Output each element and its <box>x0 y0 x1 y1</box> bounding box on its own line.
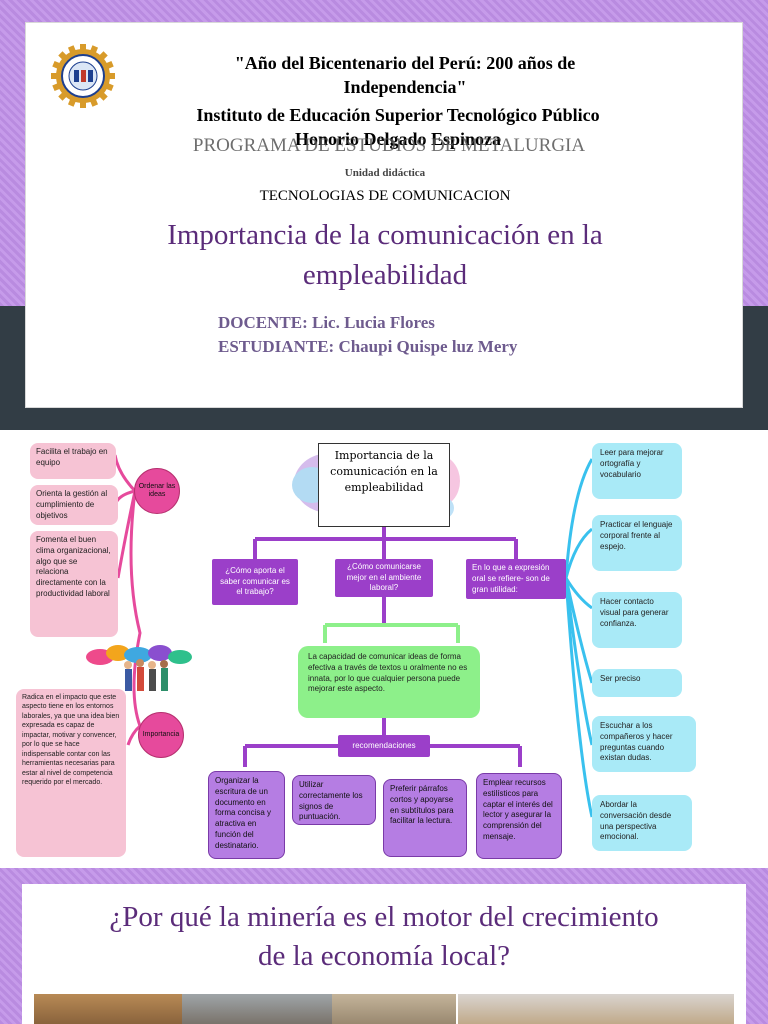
recommendation-box-4: Emplear recursos estilísticos para capta… <box>476 773 562 859</box>
institute-logo <box>51 44 115 108</box>
question-box-3: En lo que a expresión oral se refiere- s… <box>466 559 566 599</box>
recommendations-label: recomendaciones <box>338 735 430 757</box>
title-card: "Año del Bicentenario del Perú: 200 años… <box>25 22 743 408</box>
right-box-1: Leer para mejorar ortografía y vocabular… <box>592 443 682 499</box>
bicentennial-line-2: Independencia" <box>343 77 467 97</box>
recommendation-box-2: Utilizar correctamente los signos de pun… <box>292 775 376 825</box>
right-box-2: Practicar el lenguaje corporal frente al… <box>592 515 682 571</box>
green-statement-box: La capacidad de comunicar ideas de forma… <box>298 646 480 718</box>
mind-map-title: Importancia de la comunicación en la emp… <box>318 443 450 527</box>
mining-photo-3 <box>332 994 456 1024</box>
program-name: PROGRAMA DE ESTUDIOS DE METALURGIA <box>192 135 586 156</box>
right-box-3: Hacer contacto visual para generar confi… <box>592 592 682 648</box>
right-box-6: Abordar la conversación desde una perspe… <box>592 795 692 851</box>
left-box-4: Radica en el impacto que este aspecto ti… <box>16 689 126 857</box>
presentation-title-1: Importancia de la comunicación en la <box>167 219 603 251</box>
circle-importance: Importancia <box>138 712 184 758</box>
mining-photo-1 <box>34 994 182 1024</box>
bicentennial-line-1: "Año del Bicentenario del Perú: 200 años… <box>234 53 576 73</box>
question-box-1: ¿Cómo aporta el saber comunicar es el tr… <box>212 559 298 605</box>
left-box-3: Fomenta el buen clima organizacional, al… <box>30 531 118 637</box>
left-box-1: Facilita el trabajo en equipo <box>30 443 116 479</box>
mining-photo-4 <box>458 994 734 1024</box>
mining-card: ¿Por qué la minería es el motor del crec… <box>22 884 746 1024</box>
institute-line-2: Honorio Delgado Espinoza <box>294 129 502 149</box>
recommendation-box-1: Organizar la escritura de un documento e… <box>208 771 285 859</box>
unit-name: TECNOLOGIAS DE COMUNICACION <box>259 188 511 204</box>
right-box-4: Ser preciso <box>592 669 682 697</box>
mind-map-slide: Importancia de la comunicación en la emp… <box>0 433 768 865</box>
teacher-name: DOCENTE: Lic. Lucia Flores <box>218 313 435 332</box>
left-box-2: Orienta la gestión al cumplimiento de ob… <box>30 485 118 525</box>
mining-slide: ¿Por qué la minería es el motor del crec… <box>0 868 768 1024</box>
institute-line-1: Instituto de Educación Superior Tecnológ… <box>196 105 600 125</box>
presentation-title-2: empleabilidad <box>302 259 468 291</box>
mining-title-line-1: ¿Por qué la minería es el motor del crec… <box>109 901 659 933</box>
student-name: ESTUDIANTE: Chaupi Quispe luz Mery <box>218 337 518 356</box>
title-slide: "Año del Bicentenario del Perú: 200 años… <box>0 0 768 430</box>
team-illustration <box>86 645 192 691</box>
mining-title-line-2: de la economía local? <box>257 939 510 972</box>
unit-label: Unidad didáctica <box>344 167 426 179</box>
right-box-5: Escuchar a los compañeros y hacer pregun… <box>592 716 696 772</box>
question-box-2: ¿Cómo comunicarse mejor en el ambiente l… <box>335 559 433 597</box>
circle-order-ideas: Ordenar las ideas <box>134 468 180 514</box>
mining-slide-title: ¿Por qué la minería es el motor del crec… <box>22 898 746 975</box>
recommendation-box-3: Preferir párrafos cortos y apoyarse en s… <box>383 779 467 857</box>
mining-photo-2 <box>182 994 332 1024</box>
